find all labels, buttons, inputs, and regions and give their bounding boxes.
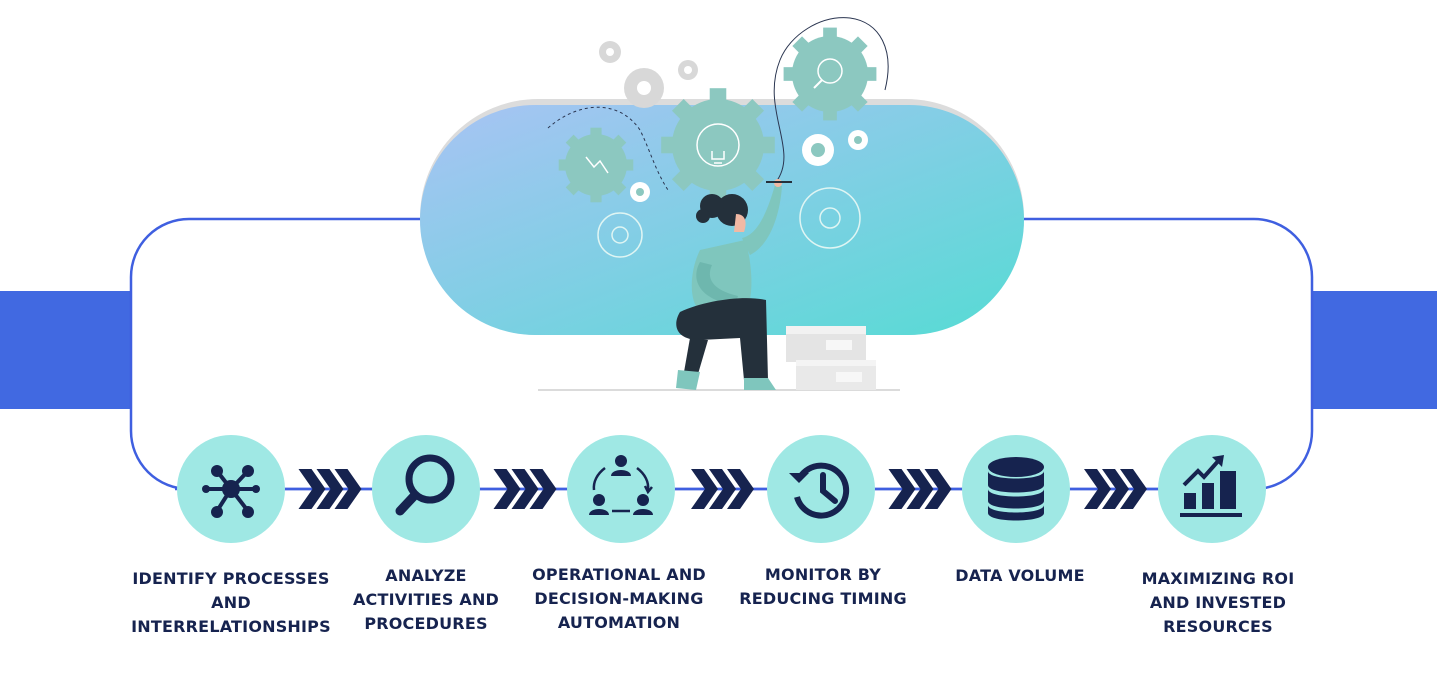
step-label-roi: MAXIMIZING ROI AND INVESTED RESOURCES (1141, 569, 1295, 636)
triple-chevron-right-icon (298, 469, 362, 509)
step-label-analyze: ANALYZE ACTIVITIES AND PROCEDURES (352, 566, 500, 633)
small-gear-icon (599, 41, 868, 202)
growth-chart-icon (1180, 455, 1242, 517)
triple-chevron-right-icon (691, 469, 754, 509)
step-label-monitor: MONITOR BY REDUCING TIMING (739, 565, 907, 608)
step-label-identify: IDENTIFY PROCESSES AND INTERRELATIONSHIP… (131, 569, 331, 636)
outline-gear-icon (597, 212, 643, 258)
step-label-data-volume: DATA VOLUME (955, 566, 1085, 585)
team-cycle-icon (589, 455, 653, 515)
lightbulb-gear-icon (661, 88, 775, 202)
database-icon (988, 457, 1044, 521)
left-accent-band (0, 291, 131, 409)
history-clock-icon (789, 462, 850, 519)
step-circle (567, 435, 675, 543)
right-accent-band (1312, 291, 1437, 409)
triple-chevron-right-icon (493, 469, 557, 509)
magnifier-icon (395, 454, 455, 516)
woman-drawing-gears-illustration (538, 17, 900, 391)
step-circle (372, 435, 480, 543)
triple-chevron-right-icon (888, 469, 952, 509)
outline-gear-icon (799, 187, 861, 249)
step-label-automation: OPERATIONAL AND DECISION-MAKING AUTOMATI… (532, 565, 706, 632)
chart-gear-icon (558, 127, 634, 203)
search-gear-icon (783, 27, 877, 121)
network-hub-icon (202, 465, 260, 518)
triple-chevron-right-icon (1084, 469, 1147, 509)
